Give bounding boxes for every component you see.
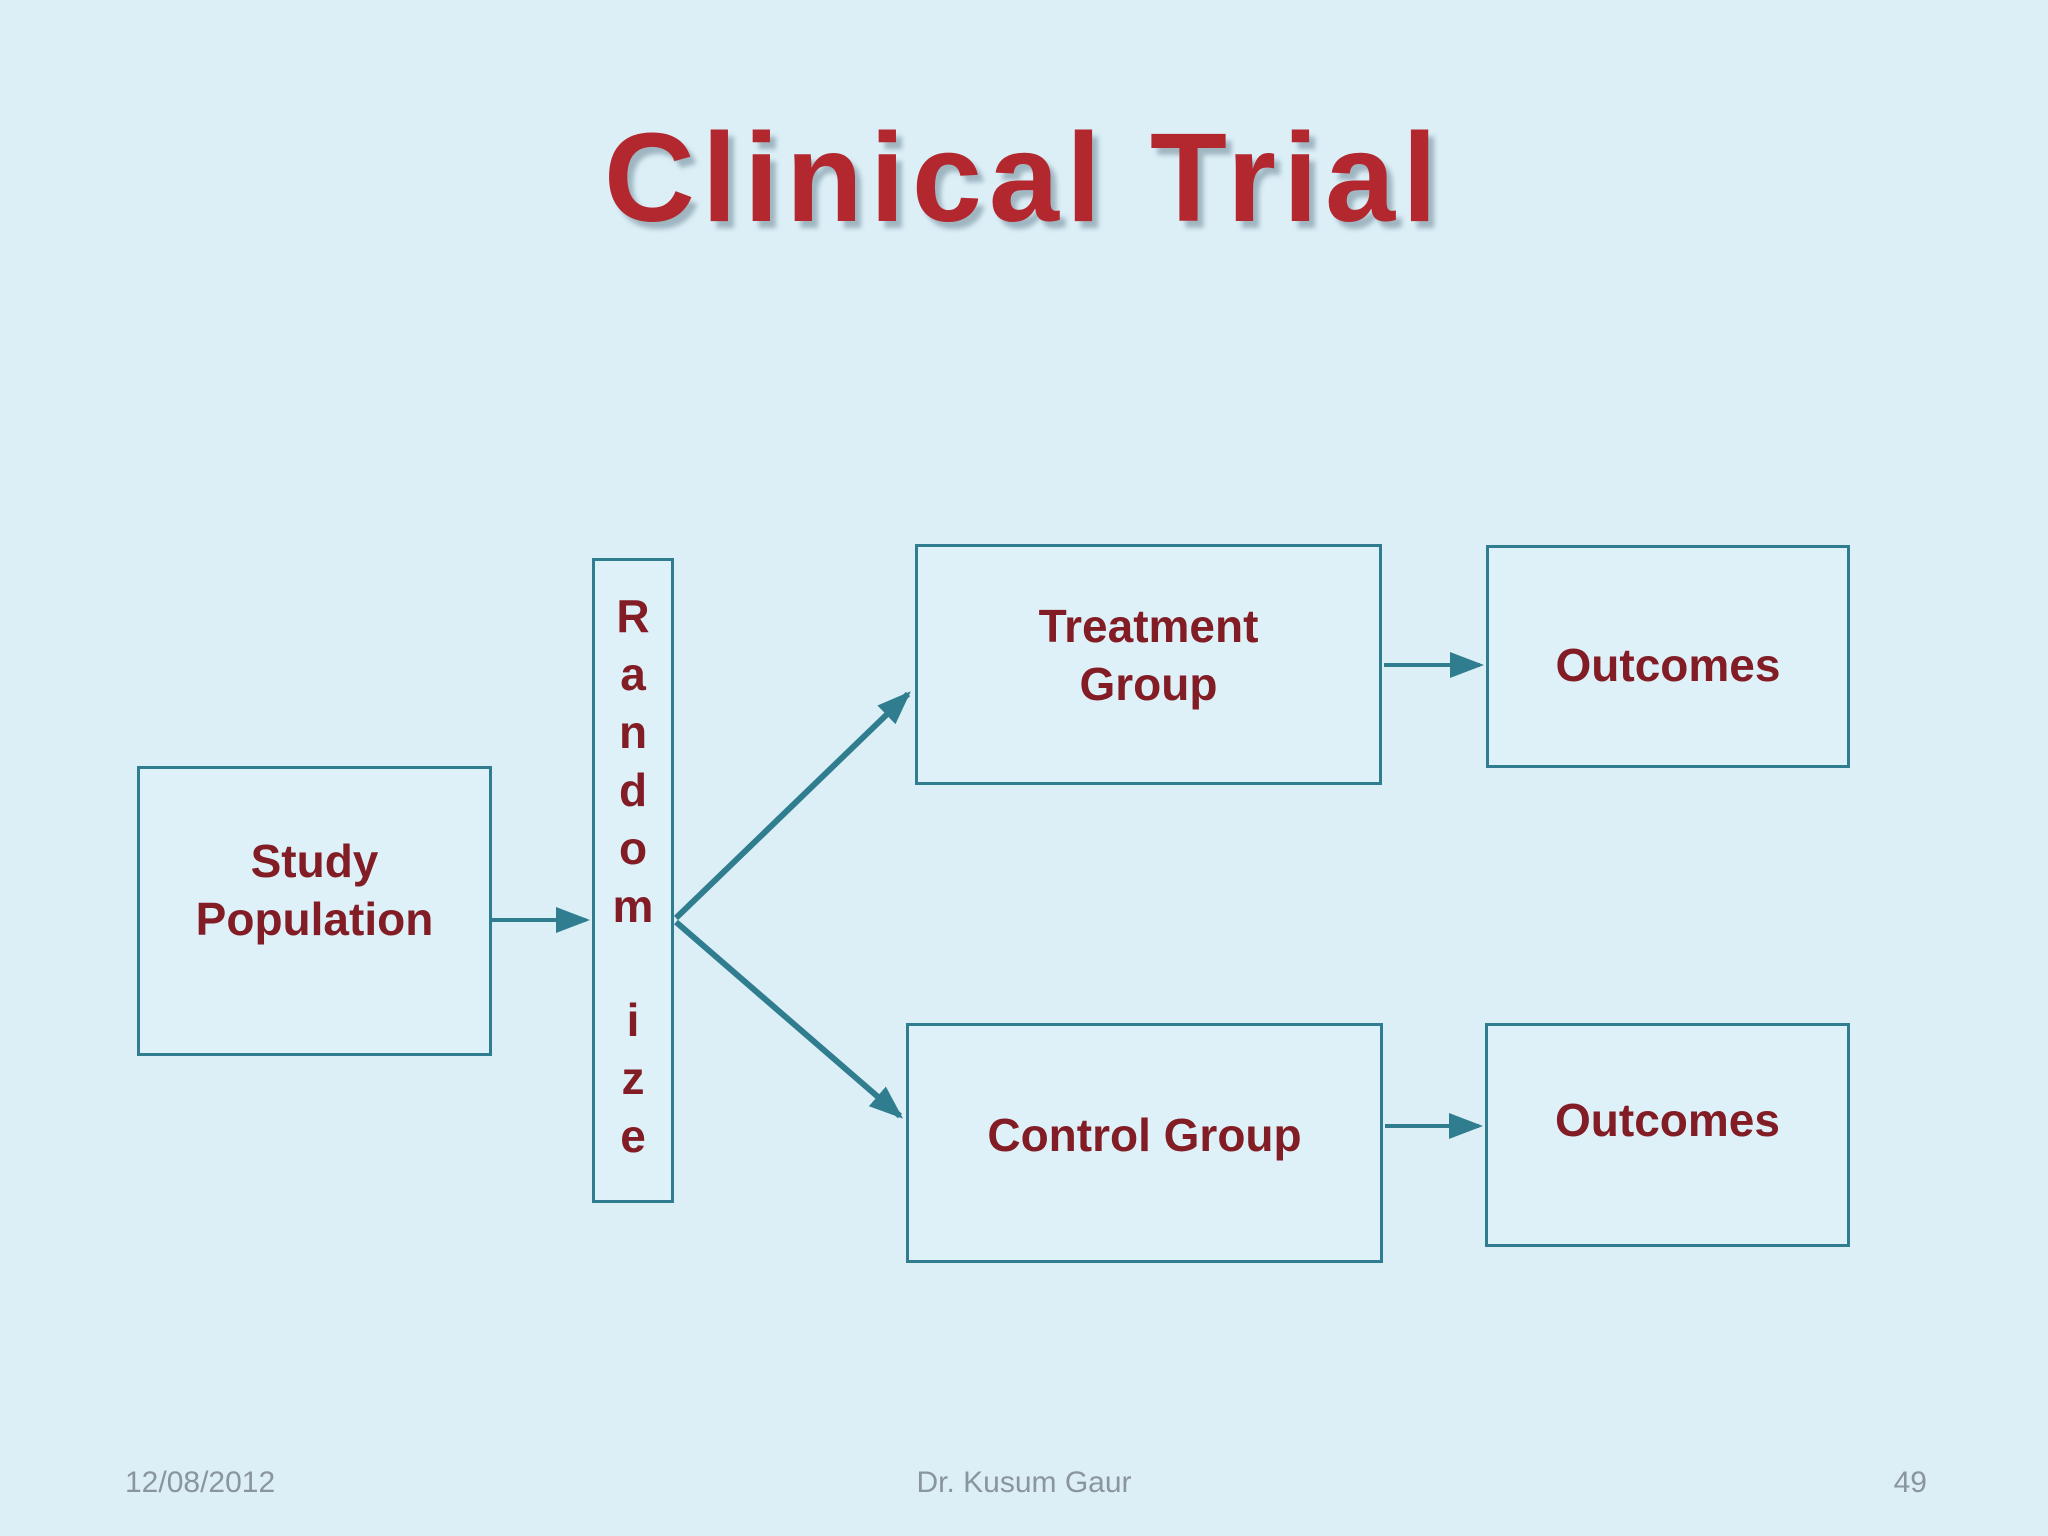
- node-control-group: Control Group: [906, 1023, 1383, 1263]
- slide-title: Clinical Trial: [603, 107, 1445, 248]
- node-outcomes-control: Outcomes: [1485, 1023, 1850, 1247]
- study-population-line1: Study: [250, 835, 379, 887]
- node-outcomes-treatment: Outcomes: [1486, 545, 1850, 768]
- node-randomize: R a n d o m i z e: [592, 558, 674, 1203]
- treatment-group-line1: Treatment: [1038, 600, 1259, 652]
- randomize-letter: d: [618, 764, 648, 816]
- randomize-letter: a: [620, 648, 646, 700]
- randomize-letter: o: [618, 822, 648, 874]
- footer-date: 12/08/2012: [125, 1466, 276, 1499]
- study-population-line2: Population: [195, 893, 434, 945]
- node-treatment-group: Treatment Group: [915, 544, 1382, 785]
- randomize-letter: m: [612, 880, 654, 932]
- outcomes-top-label: Outcomes: [1555, 639, 1781, 691]
- randomize-letter: n: [618, 706, 648, 758]
- treatment-group-line2: Group: [1079, 658, 1218, 710]
- arrow-randomize-to-control: [674, 919, 904, 1119]
- randomize-letter: i: [626, 994, 640, 1046]
- arrow-randomize-to-treatment: [673, 691, 911, 921]
- randomize-letter: R: [616, 590, 650, 642]
- randomize-letter: e: [620, 1110, 646, 1162]
- footer-page-number: 49: [1893, 1466, 1927, 1499]
- outcomes-bottom-label: Outcomes: [1555, 1094, 1780, 1146]
- node-study-population: Study Population: [137, 766, 492, 1056]
- footer-author: Dr. Kusum Gaur: [916, 1466, 1132, 1499]
- control-group-label: Control Group: [987, 1109, 1302, 1161]
- randomize-letter: z: [621, 1052, 645, 1104]
